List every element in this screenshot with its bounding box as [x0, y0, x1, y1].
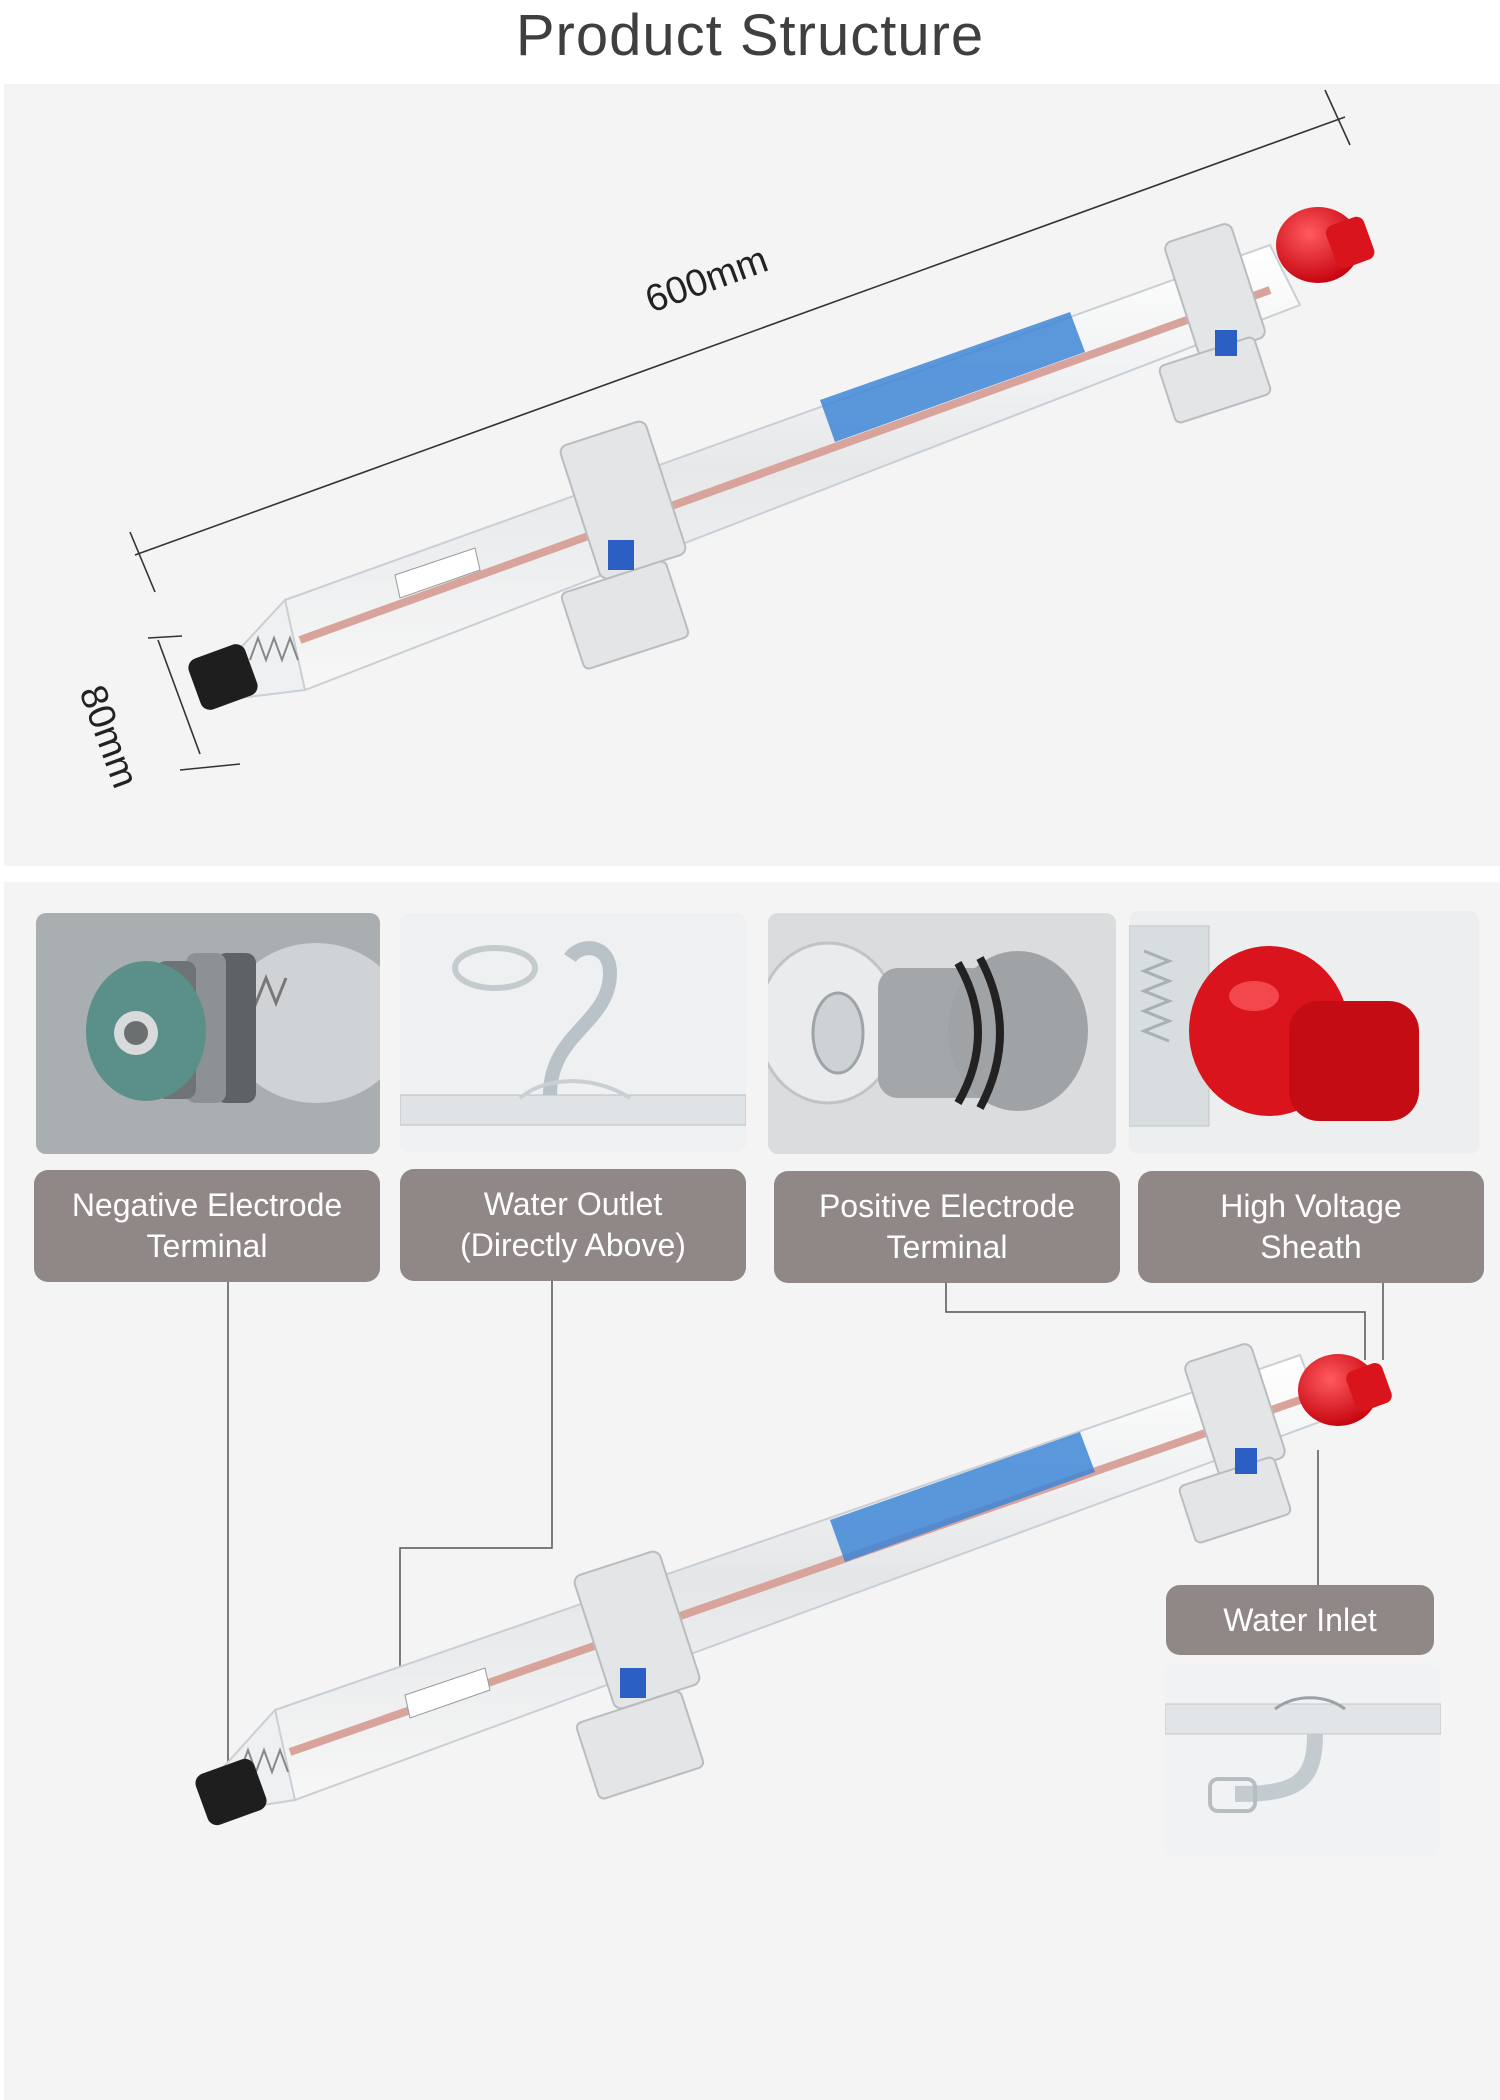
page-title: Product Structure [515, 3, 985, 68]
positive-electrode-label: Positive Electrode Terminal [774, 1171, 1120, 1283]
length-dimension-line [129, 89, 1351, 593]
negative-electrode-label: Negative Electrode Terminal [34, 1170, 380, 1282]
laser-tube-illustration [188, 207, 1375, 710]
water-outlet-photo [400, 913, 746, 1152]
negative-electrode-photo [36, 913, 380, 1154]
water-inlet-photo [1165, 1664, 1441, 1856]
diameter-dimension-line [147, 635, 241, 771]
high-voltage-sheath-label: High Voltage Sheath [1138, 1171, 1484, 1283]
dimension-illustration [129, 89, 1375, 771]
water-inlet-label: Water Inlet [1166, 1585, 1434, 1655]
high-voltage-sheath-photo [1129, 911, 1479, 1154]
water-outlet-label: Water Outlet (Directly Above) [400, 1169, 746, 1281]
positive-electrode-photo [768, 913, 1116, 1154]
